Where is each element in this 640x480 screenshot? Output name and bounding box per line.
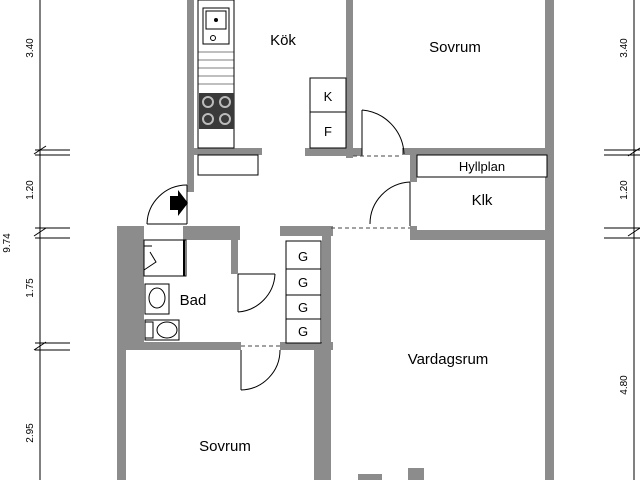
dim-left-4: 2.95 xyxy=(25,423,36,443)
fridge-label: K xyxy=(324,89,333,104)
closet-label-4: G xyxy=(298,324,308,339)
door-bedroom-bottom xyxy=(240,349,281,391)
room-label-closet: Klk xyxy=(472,192,493,209)
dimension-lines-left xyxy=(33,0,70,480)
fridge-unit xyxy=(309,77,347,113)
freezer-unit xyxy=(309,111,347,149)
freezer-label: F xyxy=(324,124,332,139)
dim-left-1: 3.40 xyxy=(25,38,36,58)
door-closet xyxy=(369,181,411,226)
closet-units xyxy=(285,240,322,344)
dim-right-3: 4.80 xyxy=(619,375,630,395)
walls xyxy=(117,0,554,480)
room-label-living: Vardagsrum xyxy=(408,351,489,368)
closet-label-3: G xyxy=(298,300,308,315)
toilet xyxy=(144,319,180,341)
shelf-label: Hyllplan xyxy=(459,159,505,174)
entrance-arrow-icon xyxy=(170,190,188,216)
kitchen-counter xyxy=(197,0,235,149)
dim-right-1: 3.40 xyxy=(619,38,630,58)
dimension-lines-right xyxy=(604,0,640,480)
dim-left-3: 1.75 xyxy=(25,278,36,298)
entrance-door xyxy=(146,184,188,225)
room-label-bedroom-bottom: Sovrum xyxy=(199,438,251,455)
dim-total: 9.74 xyxy=(2,233,13,253)
shower xyxy=(143,239,187,277)
dim-left-2: 1.20 xyxy=(25,180,36,200)
room-label-kitchen: Kök xyxy=(270,32,296,49)
kitchen-table xyxy=(197,154,259,176)
dim-right-2: 1.20 xyxy=(619,180,630,200)
closet-label-2: G xyxy=(298,275,308,290)
room-label-bath: Bad xyxy=(180,292,207,309)
door-bedroom-top xyxy=(361,109,405,156)
sink xyxy=(144,283,170,315)
closet-label-1: G xyxy=(298,249,308,264)
door-bath xyxy=(237,273,276,313)
room-label-bedroom-top: Sovrum xyxy=(429,39,481,56)
shelf xyxy=(416,154,548,178)
